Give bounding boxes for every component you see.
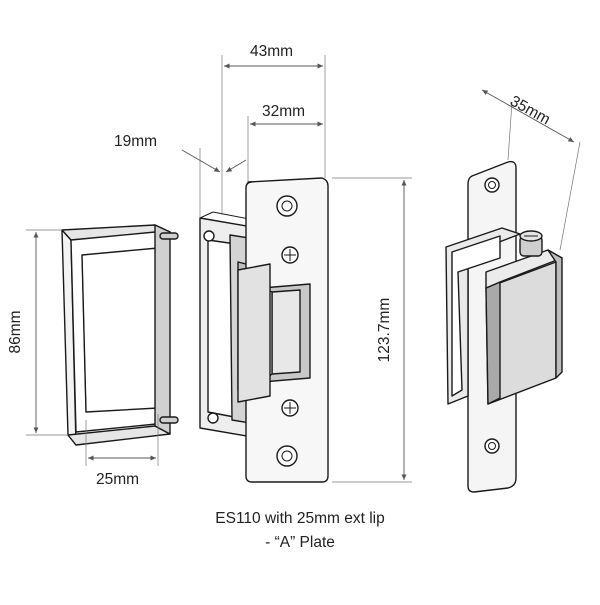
a-plate-faceplate [237,177,329,483]
dim-123-7mm-label: 123.7mm [376,298,393,363]
dim-19mm-label: 19mm [114,133,157,150]
dim-35mm-label: 35mm [507,93,553,129]
caption-line-1: ES110 with 25mm ext lip [215,510,385,527]
extended-lip-bracket [61,224,179,446]
dim-32mm-label: 32mm [262,103,305,120]
caption-line-2: - “A” Plate [265,534,335,551]
dimension-lines [26,55,581,483]
dim-43mm-label: 43mm [250,43,293,60]
dim-25mm-label: 25mm [96,471,139,488]
dim-86mm-label: 86mm [7,310,24,353]
strike-body-3d [445,160,563,493]
